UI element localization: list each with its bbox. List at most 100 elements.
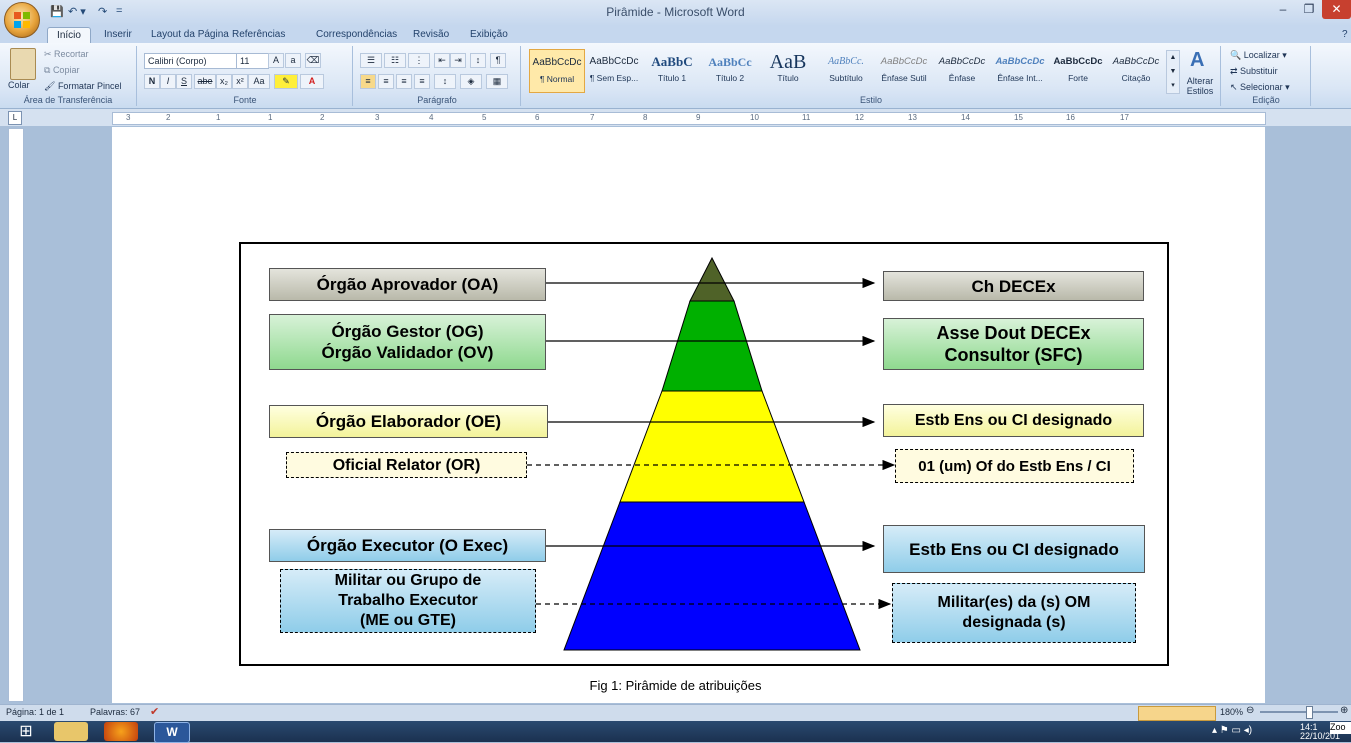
customize-quick-access-icon[interactable]: = [116, 5, 123, 17]
start-icon[interactable]: ⊞ [19, 723, 33, 740]
word-count[interactable]: Palavras: 67 [90, 707, 141, 717]
align-center-icon[interactable]: ≡ [378, 74, 394, 89]
italic-button[interactable]: I [160, 74, 176, 89]
font-color-icon[interactable]: A [300, 74, 324, 89]
tab-inicio[interactable]: Início [47, 27, 91, 44]
align-left-icon[interactable]: ≡ [360, 74, 376, 89]
clear-format-icon[interactable]: ⌫ [305, 53, 321, 68]
select-button[interactable]: ↖ Selecionar ▾ [1230, 82, 1290, 92]
cut-button[interactable]: ✂ Recortar [44, 49, 89, 59]
font-name-combo[interactable]: Calibri (Corpo) [144, 53, 237, 69]
zoom-out-icon[interactable]: ⊖ [1246, 705, 1255, 716]
redo-icon[interactable]: ↷ [98, 6, 108, 18]
title-bar [0, 0, 1351, 26]
bold-button[interactable]: N [144, 74, 160, 89]
increase-indent-icon[interactable]: ⇥ [450, 53, 466, 68]
decrease-indent-icon[interactable]: ⇤ [434, 53, 450, 68]
find-button[interactable]: 🔍 Localizar ▾ [1230, 50, 1287, 60]
page-count[interactable]: Página: 1 de 1 [6, 707, 65, 717]
zoom-level[interactable]: 180% [1220, 707, 1244, 717]
tray-icons[interactable]: ▴ ⚑ ▭ ◂) [1212, 725, 1253, 736]
ruler-number: 3 [126, 113, 131, 122]
tab-revisao[interactable]: Revisão [413, 29, 450, 40]
word-taskbar-icon[interactable]: W [154, 722, 190, 743]
minimize-icon[interactable]: – [1279, 2, 1287, 16]
multilevel-list-icon[interactable]: ⋮ [408, 53, 430, 68]
view-buttons[interactable] [1138, 706, 1216, 721]
change-styles-button[interactable]: Alterar Estilos [1186, 76, 1214, 96]
sort-icon[interactable]: ↕ [470, 53, 486, 68]
ruler-number: 2 [166, 113, 171, 122]
numbering-icon[interactable]: ☷ [384, 53, 406, 68]
tab-referencias[interactable]: Referências [232, 29, 286, 40]
save-icon[interactable]: 💾 [50, 6, 64, 18]
shrink-font-icon[interactable]: a [285, 53, 301, 68]
style-name: Ênfase [948, 73, 976, 83]
zoom-in-icon[interactable]: ⊕ [1340, 705, 1349, 716]
clipboard-group-label: Área de Transferência [23, 95, 113, 105]
tab-selector-icon[interactable]: L [8, 111, 22, 125]
replace-button[interactable]: ⇄ Substituir [1230, 66, 1278, 76]
bullets-icon[interactable]: ☰ [360, 53, 382, 68]
underline-button[interactable]: S [176, 74, 192, 89]
change-styles-icon[interactable]: A [1190, 49, 1205, 71]
style-subtitle[interactable]: AaBbCc.Subtítulo [819, 49, 873, 91]
tab-exibicao[interactable]: Exibição [470, 29, 508, 40]
undo-icon[interactable]: ↶ ▾ [68, 6, 86, 18]
paste-icon[interactable] [10, 48, 36, 80]
office-button[interactable] [4, 2, 40, 38]
subscript-button[interactable]: x₂ [216, 74, 232, 89]
style-no-spacing[interactable]: AaBbCcDc¶ Sem Esp... [587, 49, 641, 91]
ruler-number: 1 [268, 113, 273, 122]
superscript-button[interactable]: x² [232, 74, 248, 89]
line-spacing-icon[interactable]: ↕ [434, 74, 456, 89]
horizontal-ruler[interactable] [112, 112, 1266, 125]
grow-font-icon[interactable]: A [268, 53, 284, 68]
vertical-ruler[interactable] [8, 128, 24, 702]
ruler-number: 10 [750, 113, 759, 122]
zoom-slider-thumb[interactable] [1306, 706, 1313, 719]
firefox-icon[interactable] [104, 722, 138, 741]
tab-correspondencias[interactable]: Correspondências [316, 29, 398, 40]
borders-icon[interactable]: ▦ [486, 74, 508, 89]
office-logo-icon [14, 12, 30, 28]
show-marks-icon[interactable]: ¶ [490, 53, 506, 68]
tab-inserir[interactable]: Inserir [104, 29, 132, 40]
copy-button[interactable]: ⧉ Copiar [44, 65, 80, 75]
proofing-icon[interactable]: ✔ [150, 706, 160, 718]
style-name: Citação [1121, 73, 1151, 83]
close-icon[interactable]: ✕ [1322, 0, 1351, 19]
highlight-icon[interactable]: ✎ [274, 74, 298, 89]
box-estb-ens-executor: Estb Ens ou CI designado [883, 525, 1145, 573]
file-explorer-icon[interactable] [54, 722, 88, 741]
justify-icon[interactable]: ≡ [414, 74, 430, 89]
change-case-button[interactable]: Aa [248, 74, 270, 89]
clock-date: 22/10/201 [1300, 731, 1341, 741]
help-icon[interactable]: ? [1342, 29, 1348, 40]
align-right-icon[interactable]: ≡ [396, 74, 412, 89]
strikethrough-button[interactable]: abe [194, 74, 216, 89]
style-normal[interactable]: AaBbCcDc¶ Normal [529, 49, 585, 93]
style-sample: AaBbCc [708, 55, 752, 69]
paste-button[interactable]: Colar [8, 80, 30, 90]
shading-icon[interactable]: ◈ [460, 74, 482, 89]
zoom-slider[interactable] [1260, 711, 1338, 713]
format-painter-button[interactable]: 🖌 Formatar Pincel [44, 81, 122, 91]
styles-scroll-icon[interactable]: ▲▼▾ [1166, 50, 1180, 94]
restore-icon[interactable]: ❐ [1303, 2, 1315, 16]
clipboard-group [2, 46, 137, 106]
style-sample: AaBbC [651, 54, 693, 69]
tab-layout[interactable]: Layout da Página [151, 29, 229, 40]
format-painter-label: Formatar Pincel [57, 81, 122, 91]
